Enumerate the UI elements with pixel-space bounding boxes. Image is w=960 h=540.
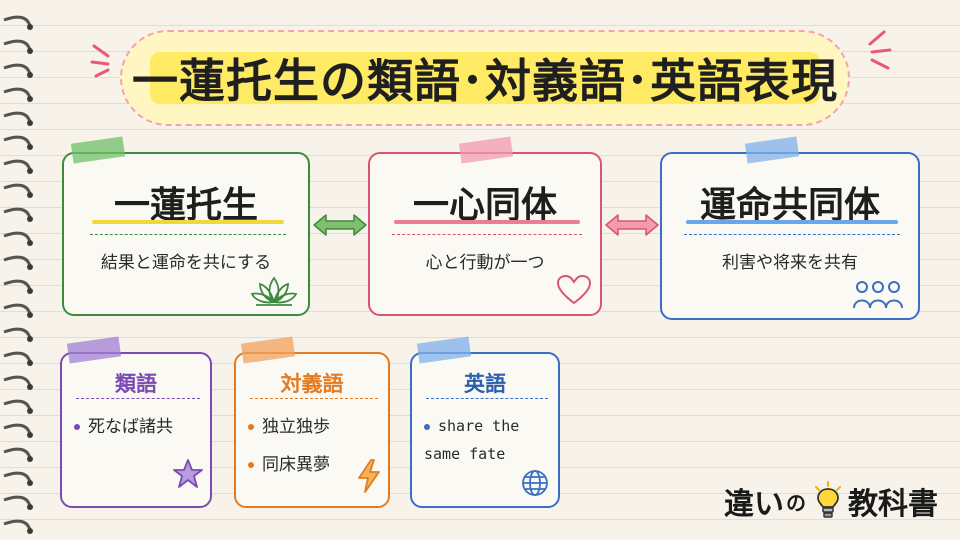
sub-card-antonyms: 対義語 独立独歩 同床異夢 <box>234 336 390 508</box>
list-item: share the same fate <box>424 417 520 463</box>
main-card-title: 一心同体 <box>412 185 557 226</box>
lotus-icon <box>250 276 298 306</box>
lightbulb-icon <box>815 481 841 518</box>
site-logo: 違い の 教科書 <box>724 476 938 526</box>
main-card-isshin-dotai: 一心同体 心と行動が一つ <box>368 136 602 316</box>
logo-text-2: の <box>786 490 806 515</box>
sub-card-synonyms: 類語 死なば諸共 <box>60 336 212 508</box>
tape-decoration <box>66 336 122 364</box>
dashed-divider <box>392 234 582 235</box>
tape-decoration <box>70 136 126 164</box>
people-icon <box>853 281 903 309</box>
main-card-desc: 利害や将来を共有 <box>722 253 858 273</box>
tape-decoration <box>458 136 514 164</box>
list-item: 独立独歩 <box>248 412 330 437</box>
dashed-divider <box>426 398 548 399</box>
list-item: 死なば諸共 <box>74 412 173 437</box>
main-card-ichiren-takusho: 一蓮托生 結果と運命を共にする <box>62 136 310 316</box>
double-arrow-pink-icon <box>605 214 659 236</box>
dashed-divider <box>76 398 200 399</box>
title-underline <box>686 220 898 224</box>
logo-text-1: 違い <box>724 487 784 522</box>
list-item: 同床異夢 <box>248 450 330 475</box>
title-highlight <box>150 52 820 104</box>
logo-text-3: 教科書 <box>848 487 938 522</box>
star-icon <box>173 459 203 488</box>
main-card-title: 一蓮托生 <box>113 185 258 226</box>
title-underline <box>394 220 580 224</box>
sub-card-title: 英語 <box>464 372 506 396</box>
tape-decoration <box>416 336 472 364</box>
sparkle-left-icon <box>90 44 110 78</box>
spiral-binding <box>3 15 33 534</box>
dashed-divider <box>250 398 378 399</box>
tape-decoration <box>240 336 296 364</box>
main-card-desc: 結果と運命を共にする <box>100 253 272 273</box>
tape-decoration <box>744 136 800 164</box>
page-title: 一蓮托生の類語･対義語･英語表現 <box>132 54 838 108</box>
dashed-divider <box>684 234 900 235</box>
dashed-divider <box>90 234 286 235</box>
sub-card-title: 対義語 <box>280 372 344 396</box>
sub-card-title: 類語 <box>115 372 157 396</box>
heart-icon <box>556 274 592 305</box>
main-card-unmei-kyodotai: 運命共同体 利害や将来を共有 <box>660 136 920 320</box>
sparkle-right-icon <box>868 30 892 70</box>
title-underline <box>92 220 284 224</box>
lightning-icon <box>358 459 380 493</box>
globe-icon <box>522 470 548 496</box>
main-card-desc: 心と行動が一つ <box>425 253 545 273</box>
sub-card-english: 英語 share the same fate <box>410 336 560 508</box>
double-arrow-green-icon <box>313 214 367 236</box>
main-card-title: 運命共同体 <box>699 185 880 226</box>
